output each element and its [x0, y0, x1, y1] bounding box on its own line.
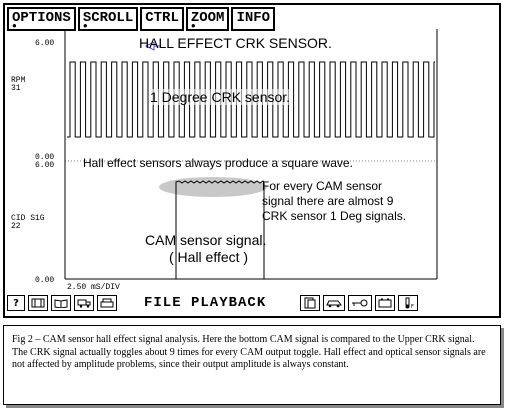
svg-text:F: F — [411, 304, 414, 309]
plot-title: HALL EFFECT CRK SENSOR. — [139, 35, 332, 51]
printer-icon — [100, 298, 114, 308]
open-file-button[interactable] — [51, 295, 71, 311]
crk-signal-label: 1 Degree CRK sensor. — [150, 89, 291, 105]
scanner-screen: OPTIONS● SCROLL● CTRL ZOOM● INFO HALL EF… — [3, 3, 501, 318]
menu-info[interactable]: INFO — [231, 7, 276, 31]
menu-scroll[interactable]: SCROLL● — [77, 7, 139, 31]
menu-options[interactable]: OPTIONS● — [7, 7, 76, 31]
copy-button[interactable] — [300, 295, 321, 311]
toolbar-title: FILE PLAYBACK — [144, 295, 267, 311]
cam-square-wave — [67, 180, 435, 280]
menu-scroll-label: SCROLL — [82, 10, 134, 26]
car-button[interactable] — [323, 295, 346, 311]
temperature-button[interactable]: F — [398, 295, 419, 311]
waveform-graph — [64, 29, 438, 280]
battery-icon — [378, 298, 392, 308]
menu-ctrl-label: CTRL — [145, 10, 179, 26]
square-wave-note: Hall effect sensors always produce a squ… — [83, 156, 353, 170]
cam-signal-label: CAM sensor signal. ( Hall effect ) — [145, 232, 266, 266]
menu-zoom-label: ZOOM — [190, 10, 225, 26]
cam-max-value: 6.00 — [35, 161, 55, 170]
cursor-arrow-icon — [144, 41, 161, 51]
help-button[interactable]: ? — [7, 295, 25, 311]
waveform-plot[interactable]: HALL EFFECT CRK SENSOR. 6.00 RPM 31 0.00… — [5, 29, 499, 293]
menu-info-label: INFO — [236, 10, 271, 26]
cam-note-line: signal there are almost 9 — [262, 194, 394, 208]
cam-pid-name: CID S1G — [11, 214, 45, 223]
figure-caption: Fig 2 – CAM sensor hall effect signal an… — [3, 325, 501, 405]
battery-button[interactable] — [375, 295, 396, 311]
menu-ctrl[interactable]: CTRL — [140, 7, 184, 31]
book-icon — [54, 299, 68, 308]
menu-zoom[interactable]: ZOOM● — [185, 7, 230, 31]
crk-pid-number: 31 — [11, 84, 21, 93]
menu-options-label: OPTIONS — [12, 10, 71, 26]
print-button[interactable] — [97, 295, 117, 311]
film-icon — [31, 298, 45, 308]
timebase-readout: 2.50 mS/DIV — [67, 283, 120, 292]
cam-high-highlight — [159, 177, 267, 197]
cam-min-value: 0.00 — [35, 276, 55, 285]
cam-note: For every CAM sensor signal there are al… — [262, 179, 406, 224]
menu-dot-icon: ● — [190, 22, 196, 31]
cam-note-line: CRK sensor 1 Deg signals. — [262, 209, 407, 223]
key-button[interactable] — [348, 295, 373, 311]
vehicle-button[interactable] — [74, 295, 94, 311]
truck-icon — [77, 299, 91, 308]
record-button[interactable] — [28, 295, 48, 311]
crk-max-value: 6.00 — [35, 39, 55, 48]
bottom-toolbar: ? FILE PLAYBACK F — [7, 293, 497, 313]
menu-dot-icon: ● — [12, 22, 17, 31]
cam-pid-number: 22 — [11, 222, 21, 231]
crk-min-value: 0.00 — [35, 153, 55, 162]
cam-label-line: ( Hall effect ) — [169, 249, 249, 265]
document-icon — [304, 297, 316, 309]
cam-note-line: For every CAM sensor — [262, 179, 383, 193]
top-menu-bar: OPTIONS● SCROLL● CTRL ZOOM● INFO — [7, 7, 276, 31]
cam-label-line: CAM sensor signal. — [145, 232, 267, 248]
car-icon — [326, 300, 343, 308]
help-icon: ? — [13, 297, 19, 309]
menu-dot-icon: ● — [82, 22, 88, 31]
key-icon — [352, 299, 368, 307]
thermometer-icon: F — [405, 297, 414, 309]
crk-pid-name: RPM — [11, 76, 26, 85]
